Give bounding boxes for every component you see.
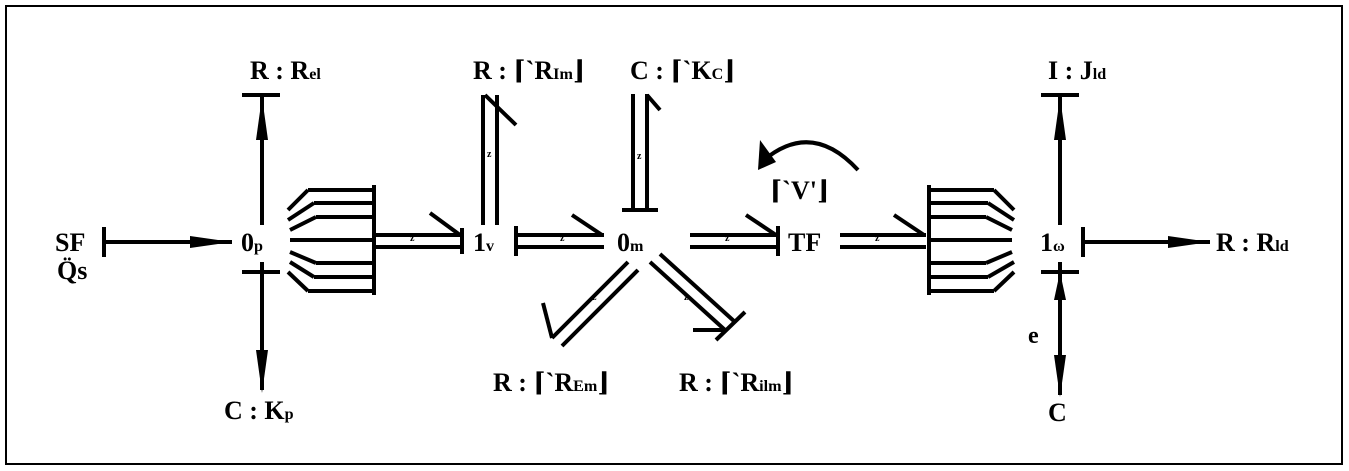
- element-c-kc: C : ⌈`KC⌋: [630, 56, 736, 85]
- node-sf-flow: Q̈s: [57, 256, 88, 285]
- bond-label-z5: z: [592, 292, 597, 303]
- element-c: C: [1048, 398, 1067, 427]
- bond-0m-tf: [690, 213, 780, 256]
- junction-1w: 1ω: [1040, 228, 1065, 257]
- tf-modulation-arc: [758, 140, 860, 172]
- transformer-tf: TF: [788, 228, 822, 257]
- bond-label-z3: z: [560, 233, 565, 244]
- element-r-rem: R : ⌈`REm⌋: [493, 368, 610, 397]
- bond-1w-rld: [1081, 227, 1210, 257]
- bond-0p-rel: [242, 93, 280, 225]
- element-r-rilm: R : ⌈`Rilm⌋: [679, 368, 794, 397]
- multibond-fan-right: [927, 185, 1016, 295]
- element-tf-modulus: ⌈`V'⌋: [770, 176, 830, 205]
- bond-label-z8: z: [725, 233, 730, 244]
- diagram-border: [5, 5, 1343, 465]
- bond-sf-0p: [102, 227, 232, 257]
- bond-label-z1: z: [410, 233, 415, 244]
- junction-1v: 1v: [473, 228, 495, 257]
- element-r-rel: R : Rel: [250, 56, 321, 85]
- element-r-rim: R : ⌈`RIm⌋: [473, 56, 586, 85]
- bond-0m-ckc: [622, 93, 662, 212]
- bond-label-z6: z: [684, 292, 689, 303]
- bond-1v-rim: [481, 93, 518, 225]
- node-sf: SF: [55, 228, 86, 257]
- bond-label-z7: z: [875, 233, 880, 244]
- junction-0m: 0m: [617, 228, 644, 257]
- element-r-rld: R : Rld: [1216, 228, 1289, 257]
- bond-1w-ijld: [1041, 93, 1079, 225]
- bond-0m-rem: [541, 260, 640, 348]
- bond-label-z4: z: [637, 151, 642, 162]
- bond-label-z2: z: [487, 149, 492, 160]
- bond-0p-ckp: [242, 262, 280, 393]
- multibond-fan-left: [286, 185, 376, 295]
- bond-fan-1v: [376, 211, 464, 254]
- bond-0m-rilm: [648, 252, 747, 342]
- element-c-kp: C : Kp: [224, 396, 294, 425]
- bond-1v-0m: [514, 213, 604, 256]
- element-i-jld: I : Jld: [1048, 56, 1107, 85]
- bond-1w-c: [1041, 262, 1079, 397]
- effort-label-e: e: [1028, 323, 1039, 349]
- junction-0p: 0p: [241, 228, 263, 257]
- bond-tf-fan: [840, 213, 926, 249]
